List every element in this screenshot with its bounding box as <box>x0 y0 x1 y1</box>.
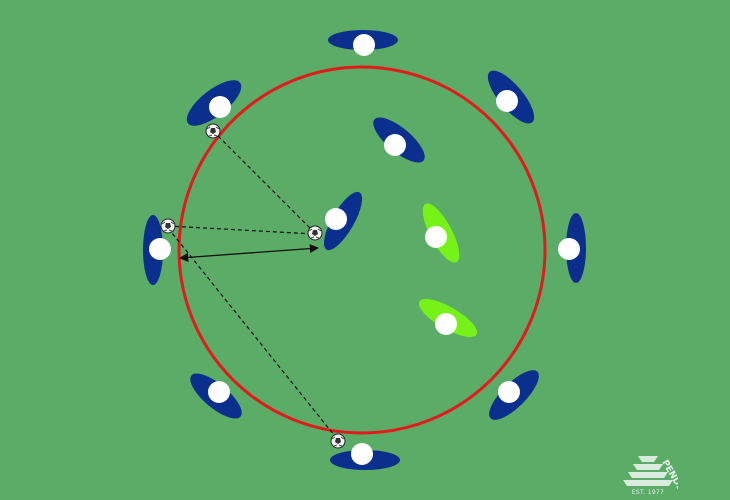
pass-line-to-bottom <box>167 227 339 441</box>
inner-player-blue-center <box>323 191 363 251</box>
outer-player-left <box>143 215 171 285</box>
outer-player-right <box>558 213 586 283</box>
ball-icon <box>160 218 176 234</box>
pass-line-top-left <box>212 130 315 233</box>
playing-area-circle <box>177 65 547 435</box>
inner-player-blue-top <box>373 117 425 163</box>
outer-player-top-right <box>487 70 535 124</box>
outer-player-bottom-left <box>190 373 242 419</box>
ball-icon <box>307 225 323 241</box>
ball-icon <box>330 433 346 449</box>
logo-est-text: EST. 1977 <box>631 489 665 496</box>
outer-player-top-left <box>186 80 242 126</box>
ball-icon <box>205 123 221 139</box>
outer-player-top <box>328 30 398 56</box>
pendle-logo: PENDLE <box>623 456 678 498</box>
outer-player-bottom <box>330 443 400 470</box>
outer-player-bottom-right <box>489 370 539 420</box>
run-arrow <box>179 244 319 262</box>
inner-player-green-lower <box>418 298 478 338</box>
pass-line-left <box>167 225 315 235</box>
inner-player-green-upper <box>422 203 460 263</box>
